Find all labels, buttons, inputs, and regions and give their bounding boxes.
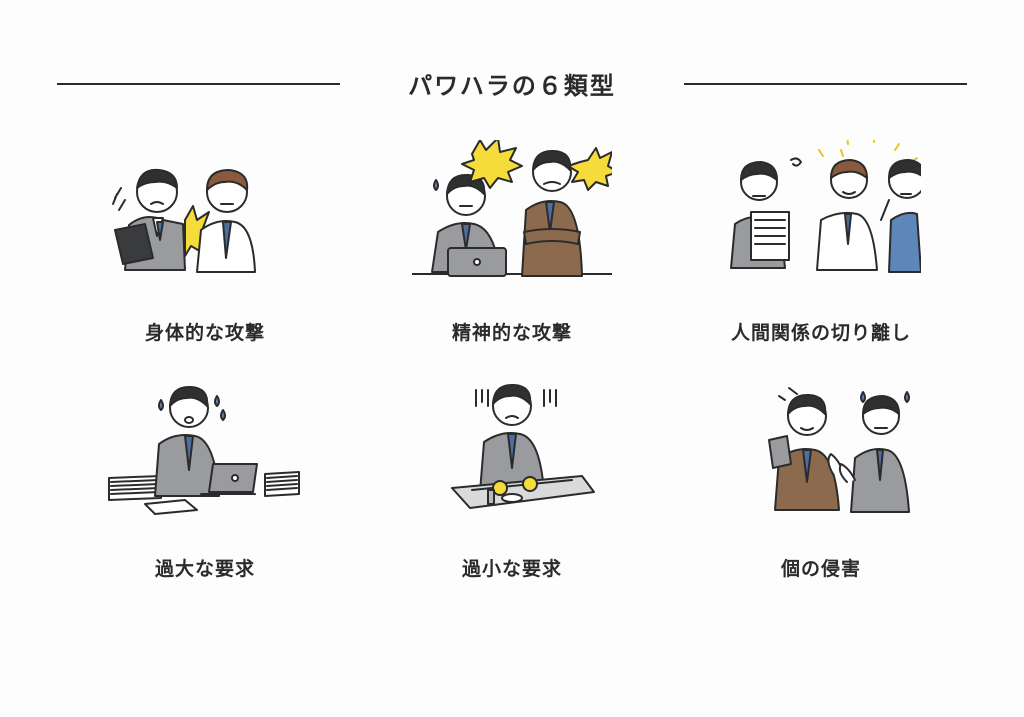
page-title: パワハラの６類型 xyxy=(408,72,616,100)
isolation-illustration xyxy=(730,140,921,273)
type-label-excessive-demands: 過大な要求 xyxy=(154,558,255,580)
type-card-privacy-invasion: 個の侵害 xyxy=(671,380,971,600)
type-card-physical-attack: 身体的な攻撃 xyxy=(55,140,355,360)
excessive-demands-illustration xyxy=(108,385,300,515)
mental-attack-illustration xyxy=(412,140,612,277)
type-label-mental-attack: 精神的な攻撃 xyxy=(451,322,572,344)
type-label-physical-attack: 身体的な攻撃 xyxy=(144,322,265,344)
type-label-isolation: 人間関係の切り離し xyxy=(730,322,911,344)
title-rule-right xyxy=(684,83,967,85)
type-label-privacy-invasion: 個の侵害 xyxy=(780,558,861,580)
type-card-insufficient-demands: 過小な要求 xyxy=(362,380,662,600)
type-card-isolation: 人間関係の切り離し xyxy=(671,140,971,360)
physical-attack-illustration xyxy=(112,168,256,273)
type-card-excessive-demands: 過大な要求 xyxy=(55,380,355,600)
type-card-mental-attack: 精神的な攻撃 xyxy=(362,140,662,360)
header: パワハラの６類型 xyxy=(0,58,1024,108)
insufficient-demands-illustration xyxy=(451,383,595,509)
type-label-insufficient-demands: 過小な要求 xyxy=(461,558,562,580)
privacy-invasion-illustration xyxy=(768,387,910,513)
title-rule-left xyxy=(57,83,340,85)
